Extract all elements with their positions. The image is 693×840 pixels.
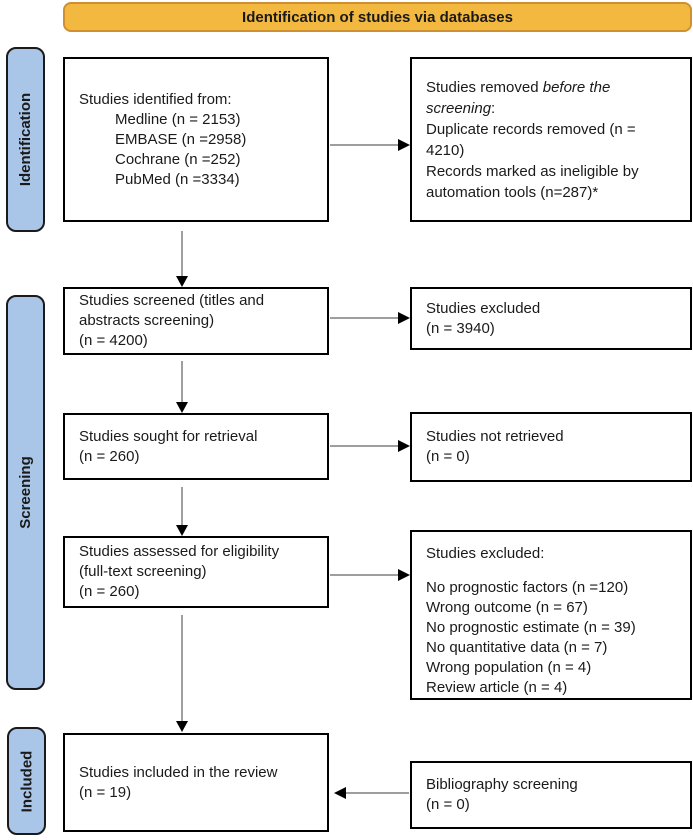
box-line: Studies not retrieved bbox=[426, 428, 564, 445]
spacer bbox=[426, 564, 678, 578]
box-line: (full-text screening) bbox=[79, 563, 207, 580]
box-line: Studies excluded bbox=[426, 299, 541, 317]
arrow-assessed-down-icon bbox=[176, 615, 188, 732]
box-line: EMBASE (n =2958) bbox=[115, 130, 247, 148]
arrow-assessed-to-excluded-icon bbox=[330, 569, 410, 581]
box-line: No quantitative data (n = 7) bbox=[426, 639, 608, 656]
box-studies-excluded-eligibility: Studies excluded: No prognostic factors … bbox=[410, 530, 692, 700]
box-line: Bibliography screening bbox=[426, 776, 578, 793]
stage-label-screening: Screening bbox=[6, 295, 45, 690]
box-line: Studies assessed for eligibility bbox=[79, 543, 280, 560]
box-studies-assessed-eligibility: Studies assessed for eligibility (full-t… bbox=[63, 536, 329, 608]
box-line: Cochrane (n =252) bbox=[115, 150, 241, 168]
box-line: (n = 0) bbox=[426, 796, 470, 813]
box-studies-excluded-screening: Studies excluded (n = 3940) bbox=[410, 287, 692, 350]
box-line: Records marked as ineligible by automati… bbox=[426, 162, 639, 201]
box-heading: Studies excluded: bbox=[426, 545, 545, 562]
arrow-screened-down-icon bbox=[176, 361, 188, 413]
stage-label-included: Included bbox=[7, 727, 46, 835]
arrow-sought-to-notretrieved-icon bbox=[330, 440, 410, 452]
box-line: Studies sought for retrieval bbox=[79, 427, 258, 445]
box-line: Duplicate records removed (n = 4210) bbox=[426, 120, 636, 159]
box-line: Wrong outcome (n = 67) bbox=[426, 599, 588, 616]
stage-label-text: Included bbox=[18, 750, 36, 812]
box-heading: Studies removed before the screening: bbox=[426, 78, 611, 117]
box-bibliography-screening: Bibliography screening (n = 0) bbox=[410, 761, 692, 829]
box-line: (n = 260) bbox=[79, 447, 140, 465]
box-line: Studies screened (titles and abstracts s… bbox=[79, 292, 265, 329]
box-line: (n = 260) bbox=[79, 583, 140, 600]
box-line: No prognostic factors (n =120) bbox=[426, 579, 629, 596]
box-line: No prognostic estimate (n = 39) bbox=[426, 619, 636, 636]
box-line: (n = 19) bbox=[79, 783, 132, 801]
arrow-sought-down-icon bbox=[176, 487, 188, 536]
banner-title: Identification of studies via databases bbox=[242, 8, 513, 26]
banner-identification-via-databases: Identification of studies via databases bbox=[63, 2, 692, 32]
stage-label-identification: Identification bbox=[6, 47, 45, 232]
box-studies-included-review: Studies included in the review (n = 19) bbox=[63, 733, 329, 832]
box-line: Wrong population (n = 4) bbox=[426, 659, 592, 676]
box-studies-not-retrieved: Studies not retrieved (n = 0) bbox=[410, 412, 692, 482]
box-studies-identified: Studies identified from: Medline (n = 21… bbox=[63, 57, 329, 222]
box-studies-screened: Studies screened (titles and abstracts s… bbox=[63, 287, 329, 355]
box-line: Studies included in the review bbox=[79, 763, 278, 781]
box-heading: Studies identified from: bbox=[79, 90, 232, 108]
italic-phrase: before the screening bbox=[426, 78, 611, 117]
box-line: (n = 0) bbox=[426, 448, 470, 465]
box-line: (n = 4200) bbox=[79, 332, 148, 349]
box-line: (n = 3940) bbox=[426, 319, 495, 337]
box-line: Review article (n = 4) bbox=[426, 679, 568, 696]
arrow-identified-to-removed-icon bbox=[330, 139, 410, 151]
arrow-screened-to-excluded-icon bbox=[330, 312, 410, 324]
box-studies-removed-before-screening: Studies removed before the screening: Du… bbox=[410, 57, 692, 222]
box-studies-sought-retrieval: Studies sought for retrieval (n = 260) bbox=[63, 413, 329, 480]
arrow-bibliography-to-included-icon bbox=[334, 787, 409, 799]
arrow-identified-down-icon bbox=[176, 231, 188, 287]
box-line: PubMed (n =3334) bbox=[115, 170, 240, 188]
box-line: Medline (n = 2153) bbox=[115, 110, 241, 128]
stage-label-text: Screening bbox=[17, 456, 34, 529]
stage-label-text: Identification bbox=[17, 92, 34, 187]
